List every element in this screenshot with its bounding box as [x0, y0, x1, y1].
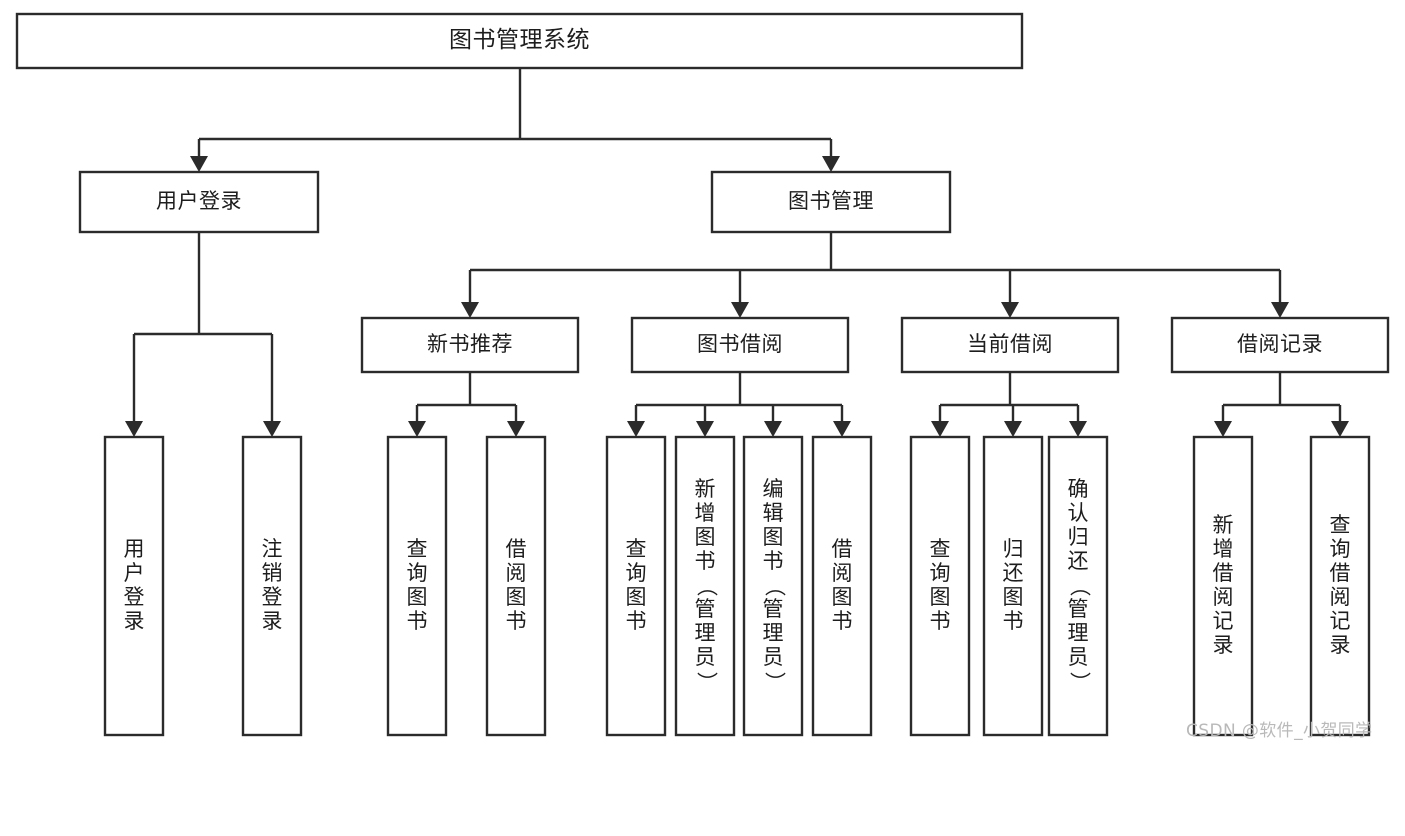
connector-book-management-bus: [468, 232, 1282, 306]
arrow-to-leaf-return-book: [1004, 421, 1022, 437]
diagram-canvas: [15, 12, 1390, 737]
arrow-to-leaf-borrow-book: [833, 421, 851, 437]
node-box-leaf-logout[interactable]: [241, 435, 303, 737]
arrow-user-login-to-leaf-logout: [263, 421, 281, 437]
node-box-leaf-return-book[interactable]: [982, 435, 1044, 737]
arrow-to-borrow-record: [1271, 302, 1289, 318]
connector-root-bus: [197, 68, 833, 160]
arrow-to-leaf-query-book-recommend: [408, 421, 426, 437]
node-box-user-login[interactable]: [78, 170, 320, 234]
connector-new-book-recommend-bus: [415, 372, 518, 425]
node-box-leaf-user-login[interactable]: [103, 435, 165, 737]
node-box-leaf-edit-book[interactable]: [742, 435, 804, 737]
node-box-leaf-borrow-book[interactable]: [811, 435, 873, 737]
watermark-text: CSDN @软件_小贺同学: [1186, 721, 1373, 741]
node-box-leaf-query-book-recommend[interactable]: [386, 435, 448, 737]
arrow-root-to-book-management: [822, 156, 840, 172]
arrow-to-leaf-query-borrow-record: [1331, 421, 1349, 437]
arrow-root-to-user-login: [190, 156, 208, 172]
connector-book-borrow-bus: [634, 372, 844, 425]
arrow-to-new-book-recommend: [461, 302, 479, 318]
node-box-book-management[interactable]: [710, 170, 952, 234]
node-box-borrow-record[interactable]: [1170, 316, 1390, 374]
arrow-to-leaf-add-borrow-record: [1214, 421, 1232, 437]
node-box-leaf-add-borrow-record[interactable]: [1192, 435, 1254, 737]
node-box-leaf-query-book-current[interactable]: [909, 435, 971, 737]
node-box-new-book-recommend[interactable]: [360, 316, 580, 374]
arrow-to-leaf-query-book-borrow: [627, 421, 645, 437]
arrow-to-leaf-edit-book: [764, 421, 782, 437]
node-box-leaf-borrow-book-recommend[interactable]: [485, 435, 547, 737]
node-box-leaf-query-book-borrow[interactable]: [605, 435, 667, 737]
flowchart-diagram: 图书管理系统 用户登录 图书管理 新书推荐 图书借阅 当前借阅 借阅记录 用户登…: [15, 12, 1390, 741]
connector-current-borrow-bus: [938, 372, 1080, 425]
node-box-book-borrow[interactable]: [630, 316, 850, 374]
node-box-leaf-query-borrow-record[interactable]: [1309, 435, 1371, 737]
connector-user-login-bus: [132, 232, 274, 425]
connector-borrow-record-bus: [1221, 372, 1342, 425]
arrow-to-leaf-borrow-book-recommend: [507, 421, 525, 437]
arrow-to-book-borrow: [731, 302, 749, 318]
node-box-root[interactable]: [15, 12, 1024, 70]
arrow-to-leaf-confirm-return: [1069, 421, 1087, 437]
arrow-to-current-borrow: [1001, 302, 1019, 318]
arrow-to-leaf-add-book: [696, 421, 714, 437]
arrow-user-login-to-leaf-user-login: [125, 421, 143, 437]
node-box-leaf-add-book[interactable]: [674, 435, 736, 737]
node-box-current-borrow[interactable]: [900, 316, 1120, 374]
arrow-to-leaf-query-book-current: [931, 421, 949, 437]
node-box-leaf-confirm-return[interactable]: [1047, 435, 1109, 737]
